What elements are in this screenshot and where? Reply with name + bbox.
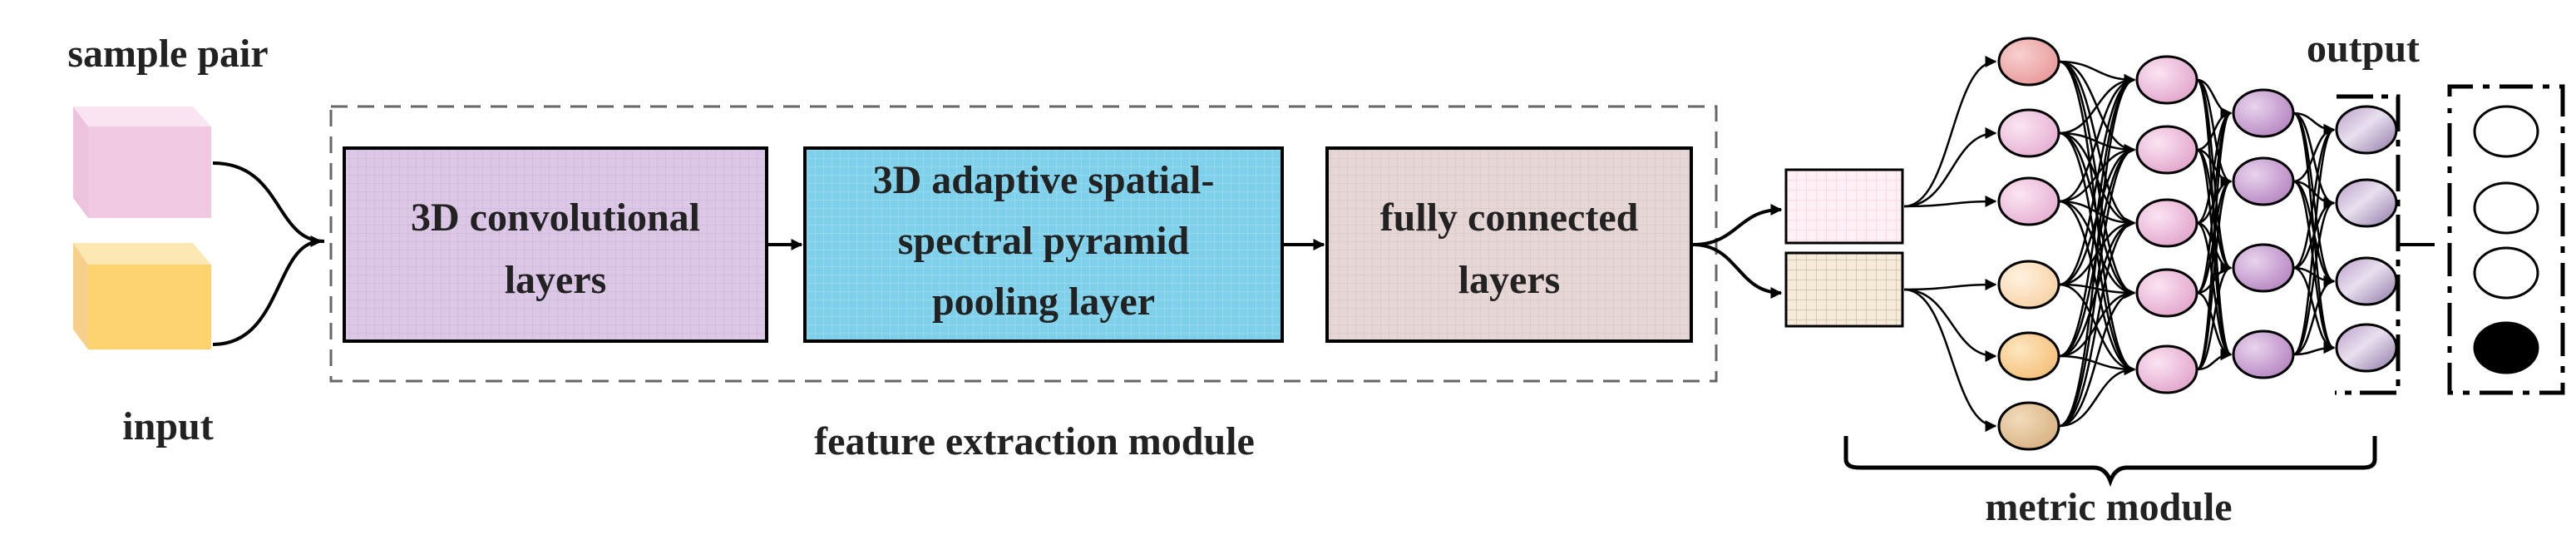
fc-block: fully connected layers bbox=[1325, 146, 1693, 343]
network-node-layer2-4 bbox=[2135, 268, 2198, 318]
aspp-block-line1: 3D adaptive spatial- bbox=[873, 158, 1215, 202]
network-edge bbox=[2058, 144, 2136, 203]
network-edge bbox=[2058, 74, 2136, 203]
conv-block-line2: layers bbox=[505, 258, 607, 302]
network-edge bbox=[2058, 74, 2136, 358]
output-label: output bbox=[2307, 27, 2420, 71]
input-cube bbox=[73, 243, 211, 349]
input-edge bbox=[1903, 56, 1997, 208]
network-node-layer2-2 bbox=[2135, 125, 2198, 175]
conv-block-line1: 3D convolutional bbox=[411, 196, 700, 240]
network-edges bbox=[1903, 56, 2336, 432]
network-node-layer1-2 bbox=[1997, 108, 2060, 158]
aspp-block-line2: spectral pyramid bbox=[898, 219, 1190, 263]
output-node-3 bbox=[2473, 246, 2539, 300]
network-edge bbox=[2058, 60, 2136, 86]
sample-pair-label: sample pair bbox=[67, 32, 268, 76]
fc-block-line1: fully connected bbox=[1380, 196, 1639, 240]
input-connectors bbox=[212, 161, 325, 346]
network-node-layer2-1 bbox=[2135, 55, 2198, 105]
metric-module-label: metric module bbox=[1985, 485, 2232, 529]
input-edge bbox=[1903, 288, 1997, 432]
network-node-layer1-4 bbox=[1997, 260, 2060, 310]
input-label: input bbox=[122, 404, 213, 448]
network-node-layer4-4 bbox=[2335, 323, 2398, 373]
network-edge bbox=[2196, 349, 2233, 371]
network-node-layer3-2 bbox=[2232, 156, 2295, 206]
network-edge bbox=[2058, 144, 2136, 428]
network-edge bbox=[2196, 176, 2233, 371]
network-node-layer3-3 bbox=[2232, 243, 2295, 293]
input-edge bbox=[1903, 288, 1997, 362]
network-node-layer4-3 bbox=[2335, 256, 2398, 306]
network-node-layer1-1 bbox=[1997, 37, 2060, 87]
network-edge bbox=[2058, 217, 2136, 428]
network-edge bbox=[2058, 364, 2136, 428]
feature-vector-sample bbox=[1784, 168, 1904, 245]
network-edge bbox=[2292, 197, 2336, 356]
feature-vector-input bbox=[1784, 251, 1904, 328]
output-node-1 bbox=[2473, 105, 2539, 158]
network-edge bbox=[2196, 262, 2233, 371]
network-node-layer2-3 bbox=[2135, 198, 2198, 248]
network-nodes bbox=[1997, 37, 2398, 451]
conv-block: 3D convolutional layers bbox=[343, 146, 768, 343]
output-layer-box bbox=[2335, 94, 2435, 395]
network-edge bbox=[2292, 275, 2336, 356]
network-node-layer4-1 bbox=[2335, 105, 2398, 155]
network-edge bbox=[2292, 180, 2336, 354]
network-edge bbox=[2292, 124, 2336, 356]
metric-module-brace bbox=[1843, 436, 2377, 488]
fc-block-line2: layers bbox=[1458, 258, 1561, 302]
network-node-layer4-2 bbox=[2335, 178, 2398, 228]
network-edge bbox=[2058, 74, 2136, 428]
output-vector bbox=[2447, 84, 2565, 395]
input-edge bbox=[1903, 279, 1997, 291]
network-node-layer1-3 bbox=[1997, 176, 2060, 226]
network-node-layer3-1 bbox=[2232, 88, 2295, 138]
fc-to-feature-connectors bbox=[1692, 204, 1783, 299]
network-edge bbox=[2058, 287, 2136, 428]
network-node-layer1-5 bbox=[1997, 331, 2060, 381]
network-node-layer2-5 bbox=[2135, 344, 2198, 394]
network-edge bbox=[2058, 74, 2136, 135]
output-node-2 bbox=[2473, 181, 2539, 235]
network-node-layer3-4 bbox=[2232, 329, 2295, 379]
feature-extraction-module-border bbox=[329, 105, 1718, 383]
network-edge bbox=[2058, 74, 2136, 286]
input-edge bbox=[1903, 196, 1997, 208]
aspp-block: 3D adaptive spatial- spectral pyramid po… bbox=[803, 146, 1284, 343]
feature-extraction-module-label: feature extraction module bbox=[814, 419, 1255, 463]
output-node-4-active bbox=[2473, 321, 2539, 374]
sample-pair-cube bbox=[73, 107, 211, 218]
network-edge bbox=[2292, 342, 2336, 356]
input-edge bbox=[1903, 127, 1997, 208]
aspp-block-line3: pooling layer bbox=[932, 280, 1155, 324]
network-node-layer1-6 bbox=[1997, 401, 2060, 451]
